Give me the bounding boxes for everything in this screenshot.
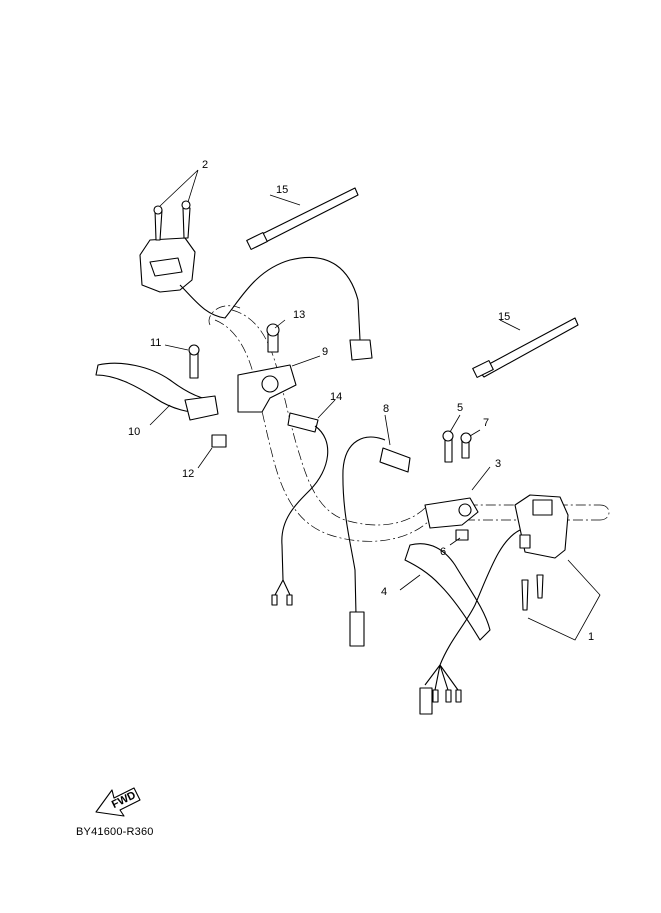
- callout-6: 6: [440, 546, 446, 558]
- callout-10: 10: [128, 426, 140, 438]
- callout-5: 5: [457, 402, 463, 414]
- callout-2: 2: [202, 159, 208, 171]
- callout-1: 1: [588, 631, 594, 643]
- left-switch-assembly: [139, 200, 373, 361]
- leader-lines: [149, 169, 601, 641]
- callout-15-right: 15: [498, 311, 510, 323]
- callout-7: 7: [483, 417, 489, 429]
- callout-4: 4: [381, 586, 387, 598]
- clutch-lever: [95, 362, 219, 421]
- callout-numbers: 1 2 3 4 5 6 7 8 9 10 11 12 13 14 15 15: [128, 159, 594, 643]
- forward-direction-arrow: FWD: [95, 787, 141, 817]
- callout-8: 8: [383, 403, 389, 415]
- brake-lever: [404, 430, 491, 641]
- callout-14: 14: [330, 391, 342, 403]
- cable-tie-upper: [246, 187, 359, 250]
- lever-bracket-left: [188, 323, 329, 606]
- reference-code: BY41600-R360: [76, 826, 154, 838]
- front-brake-switch: [342, 436, 411, 647]
- callout-11: 11: [150, 337, 161, 349]
- callout-9: 9: [322, 346, 328, 358]
- callout-3: 3: [495, 458, 501, 470]
- callout-15-upper: 15: [276, 184, 288, 196]
- callout-12: 12: [182, 468, 194, 480]
- callout-13: 13: [293, 309, 305, 321]
- cable-tie-right: [472, 317, 579, 378]
- right-switch-assembly: [419, 494, 569, 715]
